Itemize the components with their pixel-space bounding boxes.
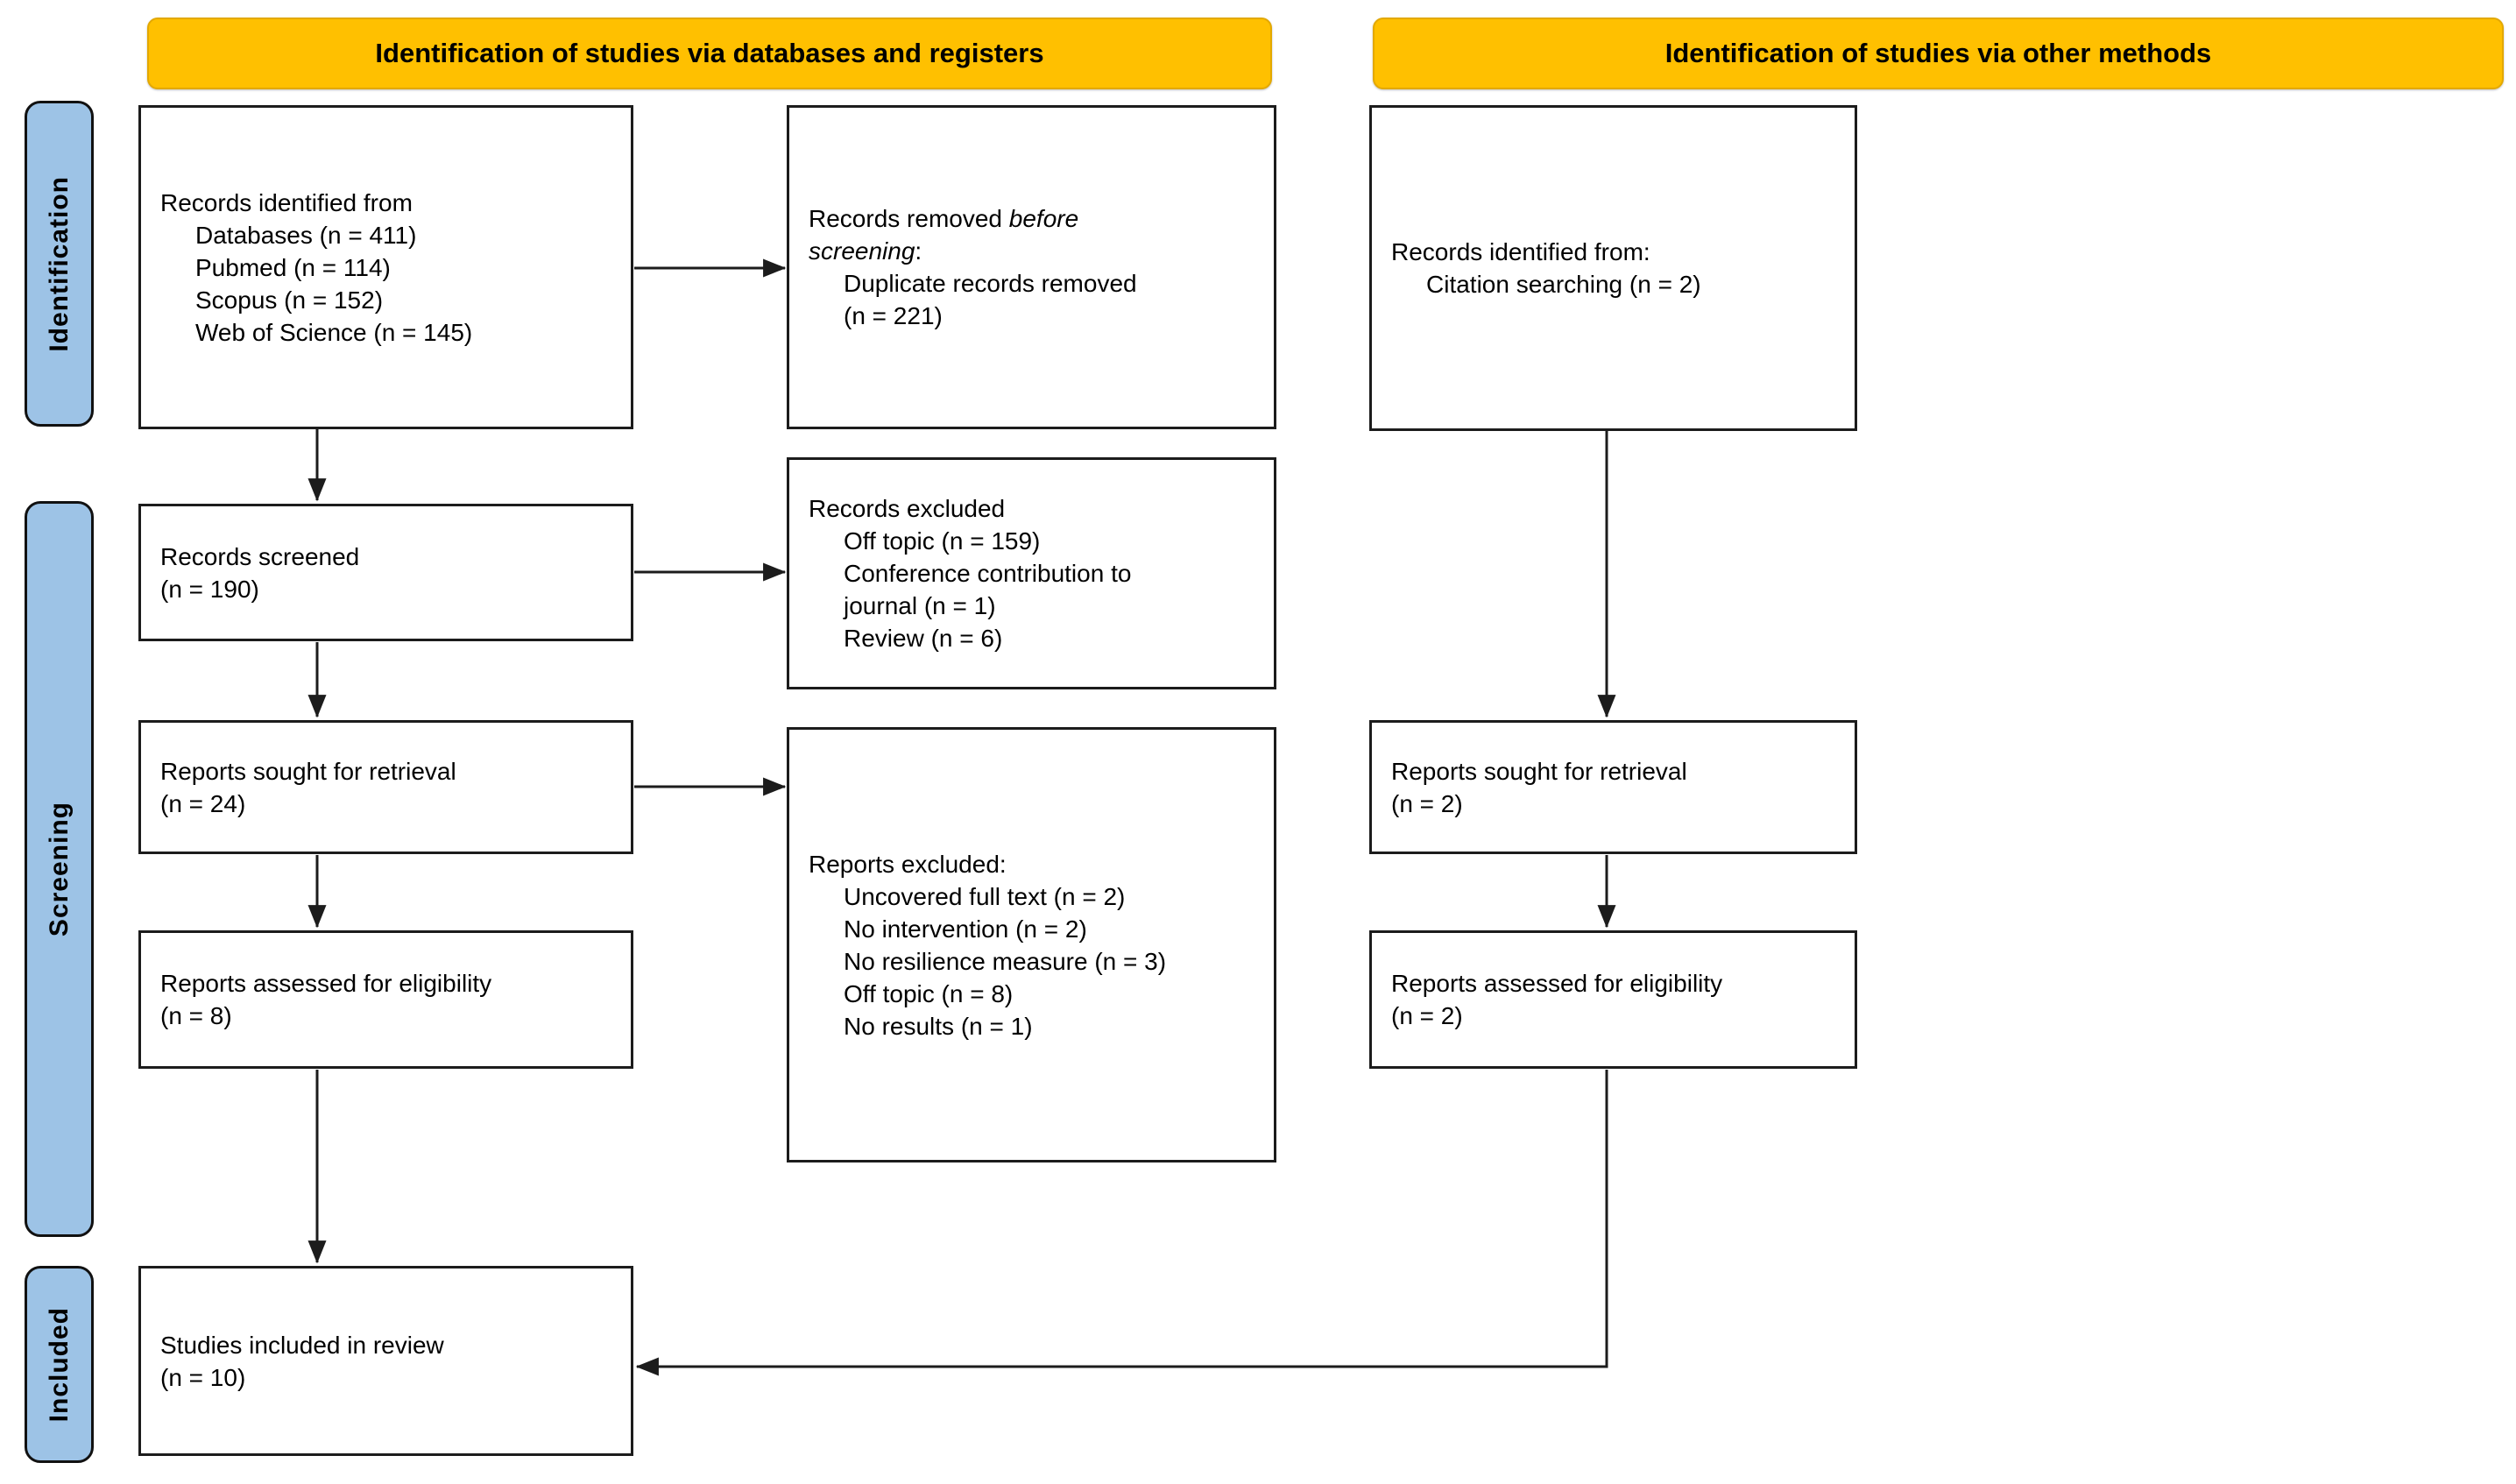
box-records-identified-citation: Records identified from: Citation search… — [1369, 105, 1857, 431]
box-reports-assessed-other: Reports assessed for eligibility (n = 2) — [1369, 930, 1857, 1069]
stage-included: Included — [25, 1266, 94, 1463]
box-reports-sought-other: Reports sought for retrieval (n = 2) — [1369, 720, 1857, 854]
text-line: Databases (n = 411) — [195, 221, 417, 249]
banner-label: Identification of studies via other meth… — [1664, 38, 2212, 68]
text-line: Citation searching (n = 2) — [1426, 271, 1701, 298]
text-line: (n = 24) — [160, 789, 246, 817]
text-line: (n = 190) — [160, 575, 259, 603]
box-studies-included: Studies included in review (n = 10) — [138, 1266, 633, 1456]
text-line: Reports sought for retrieval — [1391, 757, 1687, 785]
box-records-removed: Records removed before screening: Duplic… — [787, 105, 1276, 429]
text-line: Off topic (n = 8) — [844, 979, 1014, 1007]
text-line: (n = 10) — [160, 1363, 246, 1391]
text-line: Records removed before — [809, 205, 1079, 232]
stage-label: Identification — [44, 175, 74, 352]
text-line: Duplicate records removed — [844, 270, 1137, 297]
text-line: Reports excluded: — [809, 850, 1007, 878]
text-line: No resilience measure (n = 3) — [844, 947, 1167, 975]
banner-databases-registers: Identification of studies via databases … — [147, 18, 1272, 89]
text-line: (n = 2) — [1391, 789, 1463, 817]
text-line: No results (n = 1) — [844, 1012, 1033, 1040]
text-line: Records excluded — [809, 495, 1006, 522]
box-records-screened: Records screened (n = 190) — [138, 504, 633, 641]
text-line: Review (n = 6) — [844, 625, 1003, 652]
text-line: Studies included in review — [160, 1331, 444, 1359]
banner-label: Identification of studies via databases … — [375, 38, 1044, 68]
text-line: journal (n = 1) — [844, 592, 996, 619]
text-line: Records identified from — [160, 188, 413, 216]
box-reports-assessed-databases: Reports assessed for eligibility (n = 8) — [138, 930, 633, 1069]
text-line: Reports assessed for eligibility — [160, 970, 492, 997]
text-line: (n = 221) — [844, 302, 943, 329]
text-line: Web of Science (n = 145) — [195, 318, 473, 346]
text-line: No intervention (n = 2) — [844, 915, 1087, 943]
text-line: (n = 2) — [1391, 1002, 1463, 1029]
banner-other-methods: Identification of studies via other meth… — [1373, 18, 2504, 89]
text-line: Reports sought for retrieval — [160, 757, 456, 785]
box-reports-excluded: Reports excluded: Uncovered full text (n… — [787, 727, 1276, 1162]
text-line: Off topic (n = 159) — [844, 527, 1041, 555]
text-line: screening: — [809, 237, 922, 265]
stage-screening: Screening — [25, 501, 94, 1237]
box-records-identified: Records identified from Databases (n = 4… — [138, 105, 633, 429]
text-line: Uncovered full text (n = 2) — [844, 882, 1126, 910]
text-line: Records identified from: — [1391, 238, 1650, 265]
box-records-excluded: Records excluded Off topic (n = 159) Con… — [787, 457, 1276, 689]
text-line: Scopus (n = 152) — [195, 286, 384, 314]
text-line: (n = 8) — [160, 1002, 232, 1029]
stage-identification: Identification — [25, 101, 94, 427]
box-reports-sought-databases: Reports sought for retrieval (n = 24) — [138, 720, 633, 854]
text-line: Records screened — [160, 542, 360, 570]
stage-label: Included — [44, 1306, 74, 1423]
stage-label: Screening — [44, 801, 74, 937]
text-line: Reports assessed for eligibility — [1391, 970, 1723, 997]
text-line: Conference contribution to — [844, 560, 1132, 587]
text-line: Pubmed (n = 114) — [195, 253, 391, 281]
